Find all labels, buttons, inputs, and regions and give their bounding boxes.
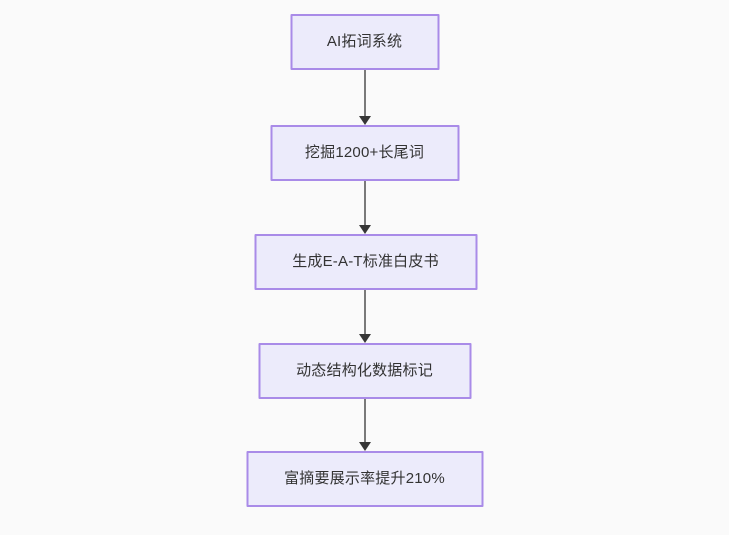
flow-node-mine-longtail-keywords[interactable]: 挖掘1200+长尾词 xyxy=(270,125,459,181)
flow-node-generate-eat-whitepaper[interactable]: 生成E-A-T标准白皮书 xyxy=(254,234,477,290)
flow-node-dynamic-structured-data[interactable]: 动态结构化数据标记 xyxy=(258,343,471,399)
flow-node-label: 动态结构化数据标记 xyxy=(296,362,433,379)
arrow-down-icon xyxy=(358,225,371,234)
connector-line xyxy=(363,181,366,225)
flow-connector-2 xyxy=(358,181,372,234)
flow-node-label: 挖掘1200+长尾词 xyxy=(304,144,425,161)
flow-connector-1 xyxy=(358,70,372,125)
connector-line xyxy=(363,399,366,442)
arrow-down-icon xyxy=(358,116,371,125)
arrow-down-icon xyxy=(358,334,371,343)
connector-line xyxy=(363,290,366,334)
flow-node-label: 富摘要展示率提升210% xyxy=(284,470,445,487)
flow-connector-4 xyxy=(358,399,372,451)
flow-node-rich-snippet-rate-increase[interactable]: 富摘要展示率提升210% xyxy=(246,451,483,507)
flow-connector-3 xyxy=(358,290,372,343)
flow-node-ai-keyword-system[interactable]: AI拓词系统 xyxy=(290,14,439,70)
flow-node-label: AI拓词系统 xyxy=(326,33,403,50)
connector-line xyxy=(363,70,366,116)
flow-node-label: 生成E-A-T标准白皮书 xyxy=(292,253,439,270)
arrow-down-icon xyxy=(358,442,371,451)
